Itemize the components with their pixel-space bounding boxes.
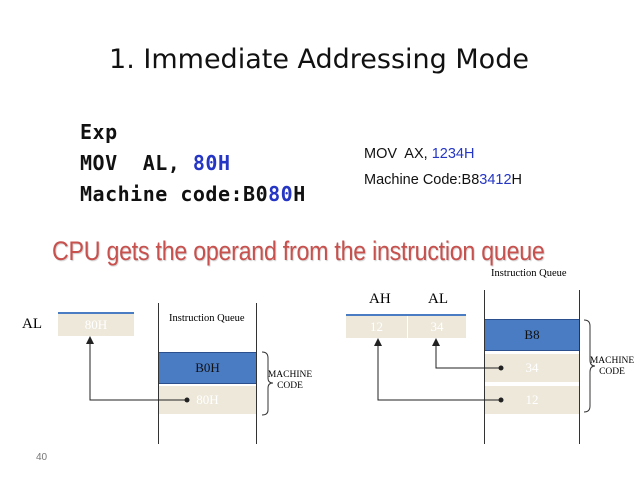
- immediate2-value: 1234H: [431, 146, 475, 162]
- right-brace-label-line1: MACHINE: [589, 356, 635, 366]
- right-high-byte-arrow: [374, 338, 500, 401]
- register-al-cell: 80H: [58, 314, 134, 336]
- example-instruction: MOV AL, 80H: [80, 151, 231, 175]
- right-queue-left-rail: [484, 290, 485, 444]
- left-queue-opcode-cell: B0H: [159, 352, 256, 384]
- right-machine-code-brace: [583, 319, 596, 413]
- right-brace-label-line2: CODE: [599, 367, 625, 377]
- example2-machine-code: Machine Code:B83412H: [364, 172, 522, 188]
- register-al-top-border: [58, 312, 134, 314]
- register-ah-cell: 12: [346, 316, 407, 338]
- left-machine-code-brace: [261, 351, 274, 416]
- machine-code-prefix: Machine code:B0: [80, 182, 269, 206]
- operand-source-banner: CPU gets the operand from the instructio…: [52, 236, 545, 266]
- right-queue-opcode-cell: B8: [485, 319, 579, 351]
- left-queue-right-rail: [256, 303, 257, 444]
- right-low-arrow-dot: [498, 365, 504, 371]
- left-brace-label-line2: CODE: [277, 381, 303, 391]
- slide-title: 1. Immediate Addressing Mode: [109, 44, 529, 75]
- left-brace-label-line1: MACHINE: [267, 370, 313, 380]
- register-al2-label: AL: [428, 291, 448, 307]
- example2-instruction: MOV AX, 1234H: [364, 146, 474, 162]
- example-machine-code: Machine code:B080H: [80, 182, 306, 206]
- left-arrow-origin-dot: [184, 397, 190, 403]
- machine-code-immediate: 80: [268, 182, 294, 206]
- register-ax-top-border: [346, 314, 466, 316]
- right-queue-label: Instruction Queue: [491, 268, 567, 279]
- register-al-label: AL: [22, 316, 42, 332]
- left-queue-label: Instruction Queue: [169, 313, 245, 324]
- right-brace-label: MACHINE CODE: [586, 356, 638, 378]
- machine-code2-immediate: 3412: [479, 172, 512, 188]
- left-queue-left-rail: [158, 303, 159, 444]
- left-brace-label: MACHINE CODE: [264, 370, 316, 392]
- example-heading: Exp: [80, 120, 118, 144]
- right-low-byte-arrow: [432, 338, 500, 369]
- instruction-text: MOV AL,: [80, 151, 193, 175]
- right-high-arrow-dot: [498, 397, 504, 403]
- register-ah-label: AH: [369, 291, 391, 307]
- instruction2-text: MOV AX,: [364, 146, 432, 162]
- right-queue-right-rail: [579, 290, 580, 444]
- register-al2-cell: 34: [408, 316, 466, 338]
- slide-number: 40: [36, 452, 48, 463]
- machine-code-suffix: H: [293, 182, 306, 206]
- left-operand-arrow: [86, 336, 186, 401]
- machine-code2-suffix: H: [511, 172, 523, 188]
- machine-code2-prefix: Machine Code:B8: [364, 172, 480, 188]
- immediate-value: 80H: [192, 151, 231, 175]
